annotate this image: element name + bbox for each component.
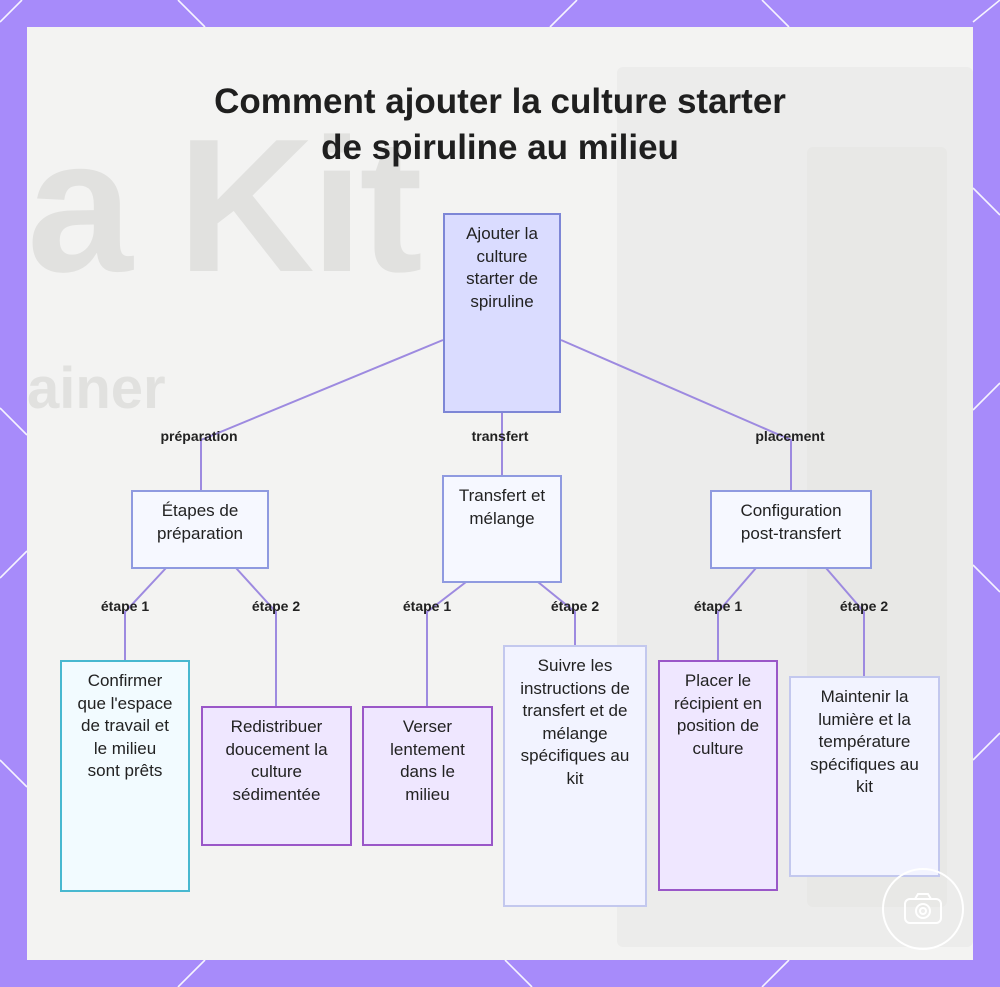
preparation-node-label: Étapes de préparation <box>156 501 243 543</box>
camera-glyph-icon <box>904 893 942 924</box>
step-confirm-workspace-node: Confirmer que l'espace de travail et le … <box>60 660 190 892</box>
edge-label-prep-step2: étape 2 <box>251 598 301 614</box>
title-line-2: de spiruline au milieu <box>321 128 679 167</box>
preparation-node: Étapes de préparation <box>131 490 269 569</box>
step-redistribute-label: Redistribuer doucement la culture sédime… <box>225 717 328 804</box>
edge-label-prep-step1: étape 1 <box>100 598 150 614</box>
step-follow-instructions-node: Suivre les instructions de transfert et … <box>503 645 647 907</box>
step-confirm-workspace-label: Confirmer que l'espace de travail et le … <box>77 671 173 780</box>
page-title: Comment ajouter la culture starter de sp… <box>27 79 973 171</box>
transfer-node-label: Transfert et mélange <box>458 486 546 528</box>
edge-label-transfert: transfert <box>471 428 529 444</box>
step-maintain-light-node: Maintenir la lumière et la température s… <box>789 676 940 877</box>
edge-label-trans-step2: étape 2 <box>550 598 600 614</box>
edge-label-place-step1: étape 1 <box>693 598 743 614</box>
edge-label-trans-step1: étape 1 <box>402 598 452 614</box>
root-node-label: Ajouter la culture starter de spiruline <box>466 224 538 311</box>
background-ghost-text: a Kit <box>27 100 423 312</box>
camera-logo-icon <box>882 868 964 950</box>
post-transfer-node: Configuration post-transfert <box>710 490 872 569</box>
title-line-1: Comment ajouter la culture starter <box>214 82 786 121</box>
step-pour-node: Verser lentement dans le milieu <box>362 706 493 846</box>
step-redistribute-node: Redistribuer doucement la culture sédime… <box>201 706 352 846</box>
background-ghost-text: ainer <box>27 356 166 421</box>
transfer-node: Transfert et mélange <box>442 475 562 583</box>
edge-label-place-step2: étape 2 <box>839 598 889 614</box>
edge-label-preparation: préparation <box>160 428 238 444</box>
edge-label-placement: placement <box>755 428 825 444</box>
step-place-container-node: Placer le récipient en position de cultu… <box>658 660 778 891</box>
step-follow-instructions-label: Suivre les instructions de transfert et … <box>520 656 630 788</box>
post-transfer-node-label: Configuration post-transfert <box>740 501 842 543</box>
step-maintain-light-label: Maintenir la lumière et la température s… <box>810 687 919 796</box>
root-node: Ajouter la culture starter de spiruline <box>443 213 561 413</box>
step-place-container-label: Placer le récipient en position de cultu… <box>674 671 762 758</box>
step-pour-label: Verser lentement dans le milieu <box>390 717 465 804</box>
